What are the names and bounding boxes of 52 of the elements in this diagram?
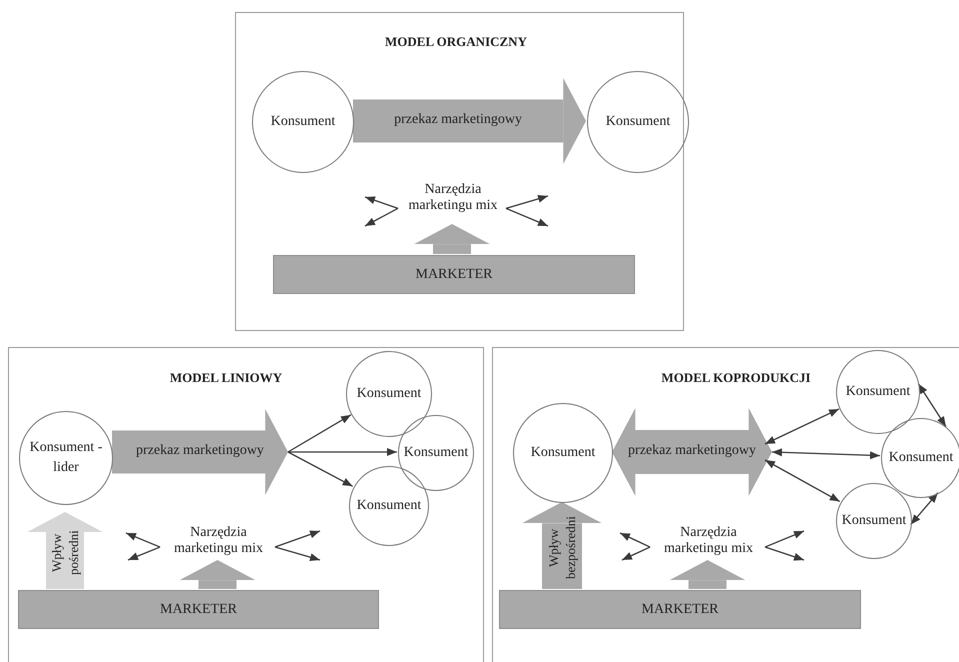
block-arrow — [670, 560, 746, 589]
consumer-circle: Konsument — [836, 350, 920, 434]
consumer-circle: Konsument — [587, 71, 689, 173]
edge-label: przekaz marketingowy — [628, 443, 756, 459]
consumer-circle: Konsument — [398, 415, 474, 491]
arrow — [506, 208, 548, 227]
arrow — [364, 196, 398, 209]
double-arrow — [764, 459, 840, 502]
double-arrow — [918, 383, 946, 427]
block-arrow — [522, 502, 602, 589]
arrow — [126, 532, 160, 548]
tools-label: Narzędzia marketingu mix — [161, 525, 276, 557]
tools-label: Narzędzia marketingu mix — [651, 525, 766, 557]
edge-label: przekaz marketingowy — [136, 443, 264, 459]
consumer-circle: Konsument — [836, 483, 912, 559]
arrow — [506, 194, 548, 209]
block-arrow — [414, 224, 490, 254]
marketer-bar: MARKETER — [18, 590, 379, 629]
tools-label: Narzędzia marketingu mix — [399, 182, 507, 220]
marketer-bar: MARKETER — [499, 590, 861, 629]
double-arrow — [764, 408, 840, 445]
model-panel — [492, 347, 959, 662]
arrow — [288, 451, 353, 487]
edge-label: przekaz marketingowy — [394, 112, 522, 128]
edge-label: Wpływ pośredni — [48, 529, 82, 577]
block-arrow — [180, 560, 256, 589]
block-arrow — [27, 512, 103, 589]
consumer-circle: Konsument — [881, 418, 959, 498]
marketer-bar: MARKETER — [273, 255, 635, 294]
consumer-circle: Konsument — [349, 466, 429, 546]
arrow — [764, 530, 804, 548]
arrow — [288, 448, 397, 456]
consumer-circle: Konsument — [513, 403, 613, 503]
consumer-circle: Konsument — [252, 71, 354, 173]
double-arrow — [772, 448, 880, 460]
arrow — [622, 546, 650, 561]
model-panel — [8, 347, 484, 662]
arrow — [764, 546, 804, 561]
arrow — [364, 208, 398, 227]
edge-label: Wpływ bezpośredni — [545, 515, 579, 581]
double-arrow — [910, 492, 938, 525]
panel-title: MODEL ORGANICZNY — [385, 34, 527, 50]
arrow — [288, 414, 352, 453]
arrow — [620, 532, 650, 548]
arrow — [128, 546, 160, 561]
arrow — [274, 546, 320, 562]
consumer-circle: Konsument — [346, 351, 432, 437]
panel-title: MODEL KOPRODUKCJI — [661, 370, 811, 386]
consumer-circle: Konsument - lider — [19, 411, 113, 505]
block-arrow — [353, 78, 586, 164]
panel-title: MODEL LINIOWY — [170, 370, 282, 386]
arrow — [274, 530, 320, 548]
